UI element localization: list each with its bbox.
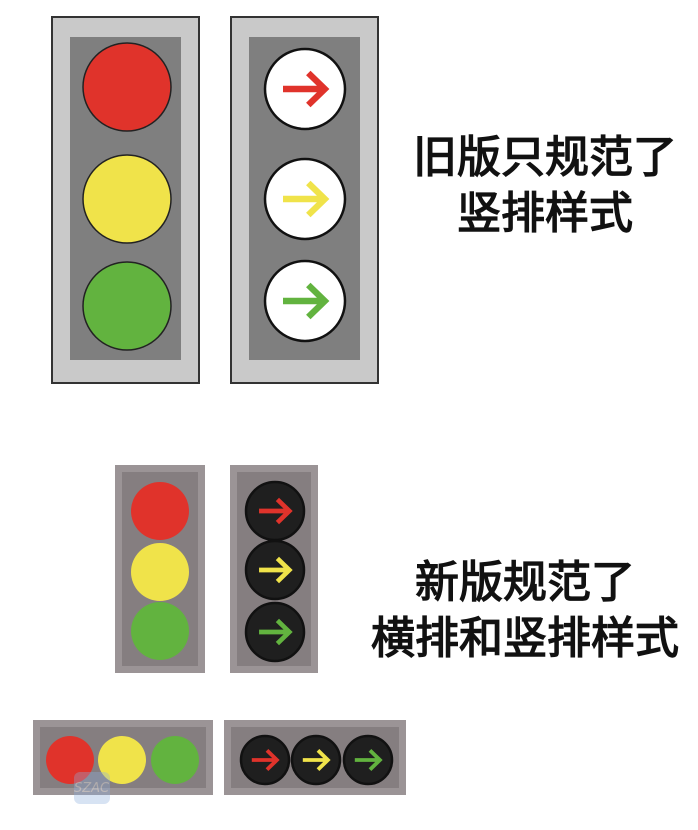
new-vertical-circle-signal — [115, 465, 205, 673]
red-light-icon — [46, 736, 94, 784]
svg-text:SZAC: SZAC — [74, 781, 110, 796]
old-vertical-circle-signal — [51, 16, 200, 384]
yellow-arrow-light-icon — [290, 734, 342, 786]
red-arrow-light-icon — [263, 47, 347, 131]
red-arrow-light-icon — [244, 480, 306, 542]
new-horizontal-arrow-signal — [224, 720, 406, 795]
new-horizontal-circle-signal — [33, 720, 213, 795]
yellow-arrow-light-icon — [244, 539, 306, 601]
old-caption-line1: 旧版只规范了 — [413, 132, 677, 183]
yellow-light-icon — [98, 736, 146, 784]
new-caption-line1: 新版规范了 — [415, 557, 635, 608]
old-vertical-arrow-signal — [230, 16, 379, 384]
green-light-icon — [151, 736, 199, 784]
old-caption: 旧版只规范了 竖排样式 — [395, 130, 695, 242]
yellow-light-icon — [131, 543, 189, 601]
green-arrow-light-icon — [263, 259, 347, 343]
new-caption-line2: 横排和竖排样式 — [371, 613, 679, 664]
old-caption-line2: 竖排样式 — [457, 188, 633, 239]
green-arrow-light-icon — [244, 601, 306, 663]
red-arrow-light-icon — [239, 734, 291, 786]
yellow-light-icon — [82, 154, 172, 244]
green-light-icon — [131, 602, 189, 660]
new-caption: 新版规范了 横排和竖排样式 — [355, 555, 695, 667]
red-light-icon — [82, 42, 172, 132]
szac-watermark-logo: SZAC — [74, 772, 110, 804]
green-arrow-light-icon — [342, 734, 394, 786]
new-vertical-arrow-signal — [230, 465, 318, 673]
green-light-icon — [82, 261, 172, 351]
red-light-icon — [131, 482, 189, 540]
yellow-arrow-light-icon — [263, 157, 347, 241]
